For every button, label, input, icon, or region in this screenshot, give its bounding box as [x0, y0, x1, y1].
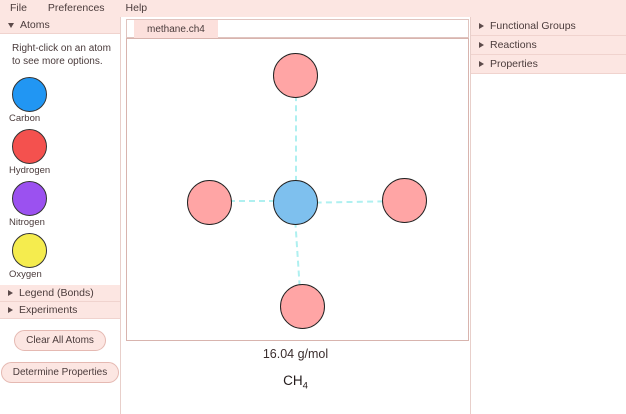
menu-item-help[interactable]: Help — [125, 2, 148, 14]
atom-option-oxygen[interactable]: Oxygen — [8, 233, 62, 280]
canvas-atom-hydrogen-top[interactable] — [272, 52, 318, 98]
molecular-formula: CH4 — [121, 373, 470, 392]
panel-title-legend-bonds: Legend (Bonds) — [19, 287, 94, 299]
molecule-info: 16.04 g/mol CH4 — [121, 347, 470, 392]
menu-bar: File Preferences Help — [0, 0, 626, 17]
atom-label-carbon: Carbon — [9, 113, 41, 124]
right-sidebar: Functional Groups Reactions Properties — [470, 17, 626, 414]
tab-methane-ch4[interactable]: methane.ch4 — [134, 20, 218, 39]
panel-header-experiments[interactable]: Experiments — [0, 302, 120, 319]
panel-body-atoms: Right-click on an atom to see more optio… — [0, 34, 120, 285]
canvas-atom-hydrogen-left[interactable] — [186, 179, 232, 225]
chevron-right-icon — [479, 42, 484, 48]
menu-item-preferences[interactable]: Preferences — [47, 2, 105, 14]
formula-main: CH — [283, 373, 303, 388]
center-workspace: methane.ch4 16.04 g/mol CH4 — [121, 17, 470, 414]
chevron-right-icon — [479, 61, 484, 67]
oxygen-swatch-icon[interactable] — [12, 233, 47, 268]
atoms-hint-line1: Right-click on an atom — [12, 43, 111, 54]
chevron-down-icon — [8, 22, 14, 28]
panel-title-atoms: Atoms — [20, 19, 50, 31]
panel-title-experiments: Experiments — [19, 304, 78, 316]
panel-header-properties[interactable]: Properties — [471, 55, 626, 74]
panel-header-functional-groups[interactable]: Functional Groups — [471, 17, 626, 36]
panel-title-functional-groups: Functional Groups — [490, 20, 576, 32]
canvas-atom-hydrogen-bottom[interactable] — [279, 283, 325, 329]
canvas-atom-carbon-center[interactable] — [272, 179, 318, 225]
sidebar-action-buttons: Clear All Atoms Determine Properties — [0, 319, 120, 394]
tab-strip: methane.ch4 — [126, 19, 469, 39]
atom-option-nitrogen[interactable]: Nitrogen — [8, 181, 62, 228]
chevron-right-icon — [479, 23, 484, 29]
atoms-hint-line2: to see more options. — [12, 56, 103, 67]
left-sidebar: Atoms Right-click on an atom to see more… — [0, 17, 121, 414]
atom-option-hydrogen[interactable]: Hydrogen — [8, 129, 62, 176]
atom-option-carbon[interactable]: Carbon — [8, 77, 62, 124]
chevron-right-icon — [8, 307, 13, 313]
hydrogen-swatch-icon[interactable] — [12, 129, 47, 164]
menu-item-file[interactable]: File — [10, 2, 27, 14]
molecular-mass: 16.04 g/mol — [262, 347, 329, 361]
determine-properties-button[interactable]: Determine Properties — [0, 362, 120, 383]
atoms-hint: Right-click on an atom to see more optio… — [0, 42, 120, 68]
molecule-canvas[interactable] — [126, 38, 469, 341]
panel-title-properties: Properties — [490, 58, 538, 70]
atom-palette: Carbon Hydrogen Nitrogen Oxygen — [0, 77, 113, 285]
carbon-swatch-icon[interactable] — [12, 77, 47, 112]
chevron-right-icon — [8, 290, 13, 296]
clear-all-atoms-button[interactable]: Clear All Atoms — [14, 330, 106, 351]
panel-header-legend-bonds[interactable]: Legend (Bonds) — [0, 285, 120, 302]
formula-subscript: 4 — [302, 380, 308, 392]
panel-title-reactions: Reactions — [490, 39, 537, 51]
panel-header-reactions[interactable]: Reactions — [471, 36, 626, 55]
atom-label-hydrogen: Hydrogen — [9, 165, 51, 176]
canvas-atom-hydrogen-right[interactable] — [381, 177, 427, 223]
panel-header-atoms[interactable]: Atoms — [0, 17, 120, 34]
atom-label-oxygen: Oxygen — [9, 269, 42, 280]
atom-label-nitrogen: Nitrogen — [9, 217, 45, 228]
nitrogen-swatch-icon[interactable] — [12, 181, 47, 216]
